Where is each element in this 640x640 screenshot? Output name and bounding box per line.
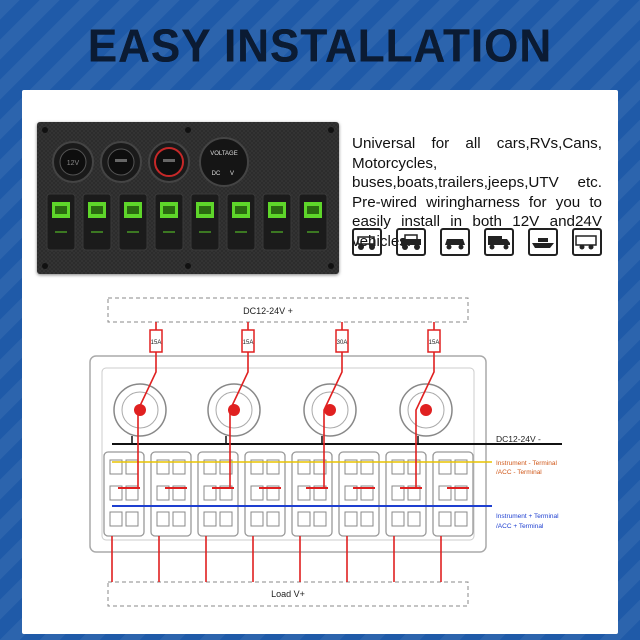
- diagram-switch: [150, 451, 192, 582]
- diagram-sockets: [113, 383, 453, 444]
- fuse-icon: 15A: [137, 322, 163, 488]
- page-title: EASY INSTALLATION: [87, 20, 553, 73]
- screw-icon: [185, 263, 191, 269]
- top-bus-box: [107, 297, 469, 323]
- diagram-socket: [399, 383, 453, 444]
- screw-icon: [42, 127, 48, 133]
- rocker-switch: [226, 193, 256, 251]
- wiring-diagram: DC12-24V + Load V+ 15A 15A 30A 15A DC12-24V…: [89, 297, 562, 607]
- diagram-switch: [338, 451, 380, 582]
- rocker-switch: [154, 193, 184, 251]
- screw-icon: [328, 263, 334, 269]
- rocker-switch: [118, 193, 148, 251]
- truck-icon: [484, 228, 514, 256]
- switch-panel-graphic: 12V VOLTAGE DC V: [42, 127, 334, 269]
- diagram-switch: [197, 451, 239, 582]
- svg-text:DC: DC: [212, 171, 221, 177]
- diagram-socket: [207, 383, 261, 444]
- fuse-rating-label: 30A: [337, 340, 348, 346]
- rocker-switch-row: [46, 193, 328, 251]
- diagram-switch: [432, 451, 474, 582]
- rocker-switch: [46, 193, 76, 251]
- fuse-icon: 15A: [415, 322, 441, 488]
- rocker-switch: [262, 193, 292, 251]
- voltmeter-icon: VOLTAGE DC V: [199, 137, 249, 187]
- fuse-icon: 15A: [229, 322, 255, 488]
- svg-text:12V: 12V: [67, 160, 80, 167]
- diagram-switch: [385, 451, 427, 582]
- ground-label: DC12-24V -: [496, 434, 541, 444]
- screw-icon: [42, 263, 48, 269]
- vehicle-icon-row: [352, 228, 602, 262]
- screw-icon: [328, 127, 334, 133]
- boat-icon: [528, 228, 558, 256]
- socket-12v-icon: 12V: [52, 141, 94, 183]
- diagram-socket: [113, 383, 167, 444]
- instrument-minus-label: Instrument - Terminal: [496, 460, 557, 467]
- svg-text:V: V: [230, 171, 234, 177]
- screw-icon: [185, 127, 191, 133]
- usb-socket-red-icon: [148, 141, 190, 183]
- top-bus-label: DC12-24V +: [243, 306, 293, 316]
- bottom-bus-box: [107, 581, 469, 607]
- rocker-switch: [298, 193, 328, 251]
- diagram-switch: [291, 451, 333, 582]
- switch-panel: 12V VOLTAGE DC V: [37, 122, 339, 274]
- description-text: Universal for all cars,RVs,Cans, Motorcy…: [352, 135, 602, 250]
- diagram-socket: [303, 383, 357, 444]
- acc-minus-label: /ACC - Terminal: [496, 469, 542, 476]
- bottom-bus-label: Load V+: [271, 589, 305, 599]
- fuse-rating-label: 15A: [429, 340, 440, 346]
- diagram-switches: [103, 451, 474, 582]
- rocker-switch: [190, 193, 220, 251]
- panel-inner-outline: [101, 367, 475, 541]
- svg-text:VOLTAGE: VOLTAGE: [210, 151, 237, 157]
- fuse-rating-label: 15A: [243, 340, 254, 346]
- fuse-icon: 30A: [323, 322, 349, 488]
- diagram-switch: [244, 451, 286, 582]
- fuse-rating-label: 15A: [151, 340, 162, 346]
- utv-icon: [352, 228, 382, 256]
- panel-outline: [89, 355, 487, 553]
- instrument-plus-label: Instrument + Terminal: [496, 513, 559, 520]
- jeep-icon: [396, 228, 426, 256]
- rocker-switch: [82, 193, 112, 251]
- acc-plus-label: /ACC + Terminal: [496, 523, 544, 530]
- usb-socket-icon: [100, 141, 142, 183]
- car-icon: [440, 228, 470, 256]
- fuse-group: 15A 15A 30A 15A: [137, 322, 441, 488]
- rv-icon: [572, 228, 602, 256]
- diagram-switch: [103, 451, 145, 582]
